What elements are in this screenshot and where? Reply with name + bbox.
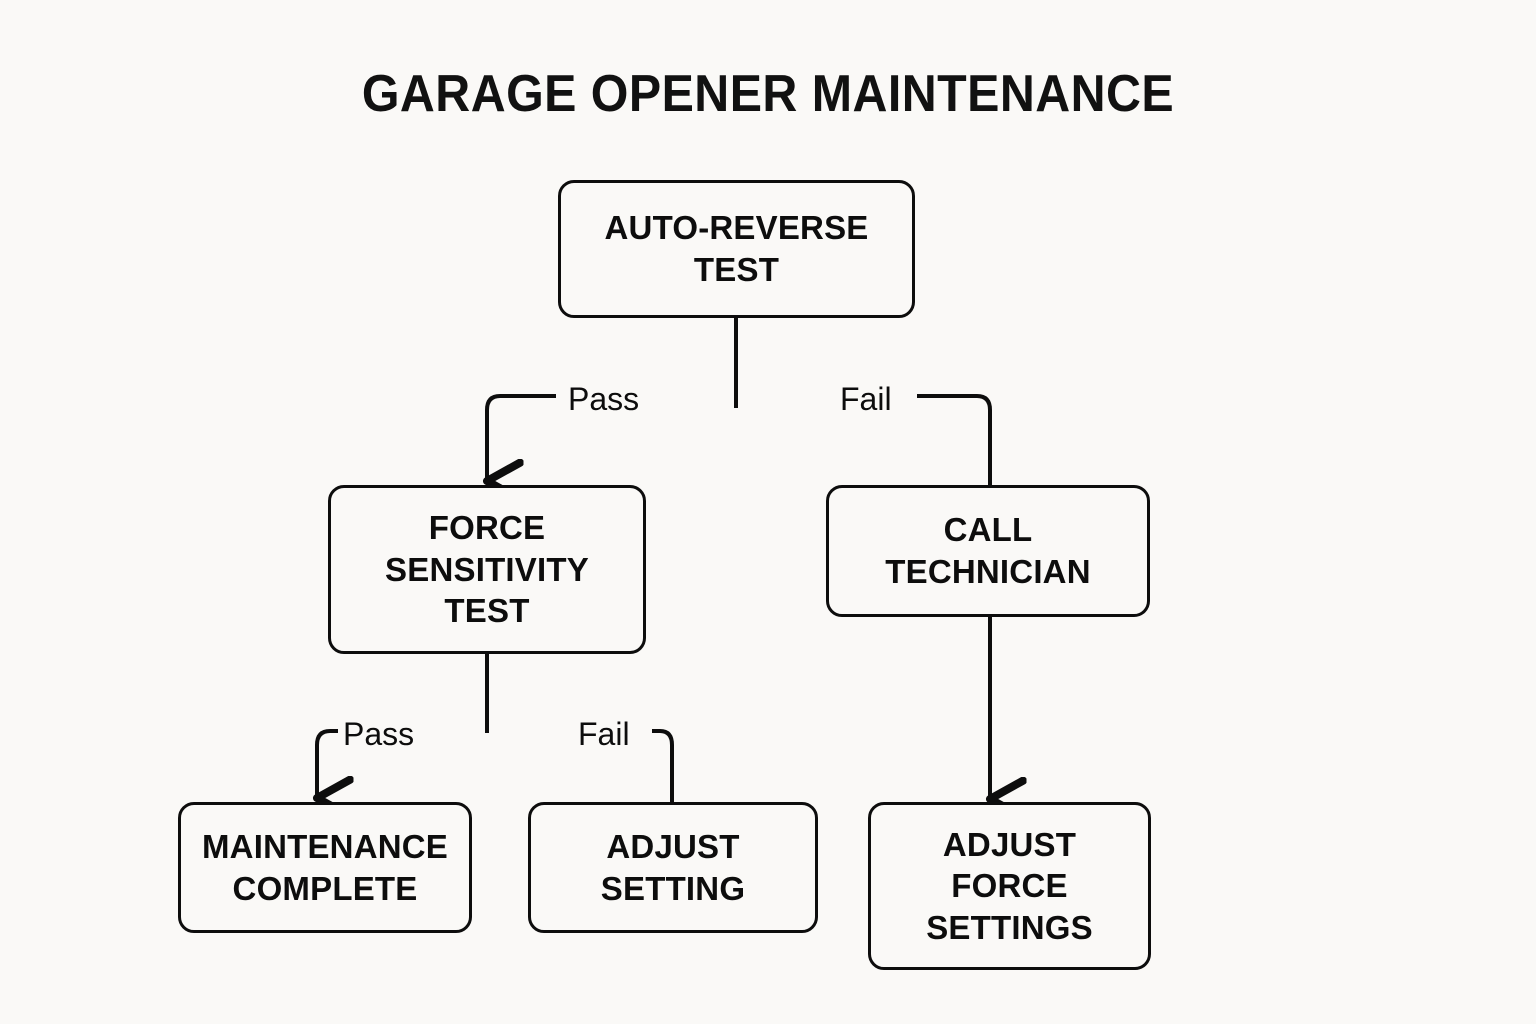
- edge-label-pass-force-sensitivity: Pass: [343, 716, 415, 752]
- node-call-technician-label: CALL TECHNICIAN: [885, 511, 1091, 590]
- edge-auto-reverse-to-force-sensitivity: [485, 394, 556, 462]
- node-call-technician[interactable]: CALL TECHNICIAN: [826, 485, 1150, 617]
- edge-auto-reverse-to-call-technician: [917, 394, 992, 487]
- node-force-sensitivity-test[interactable]: FORCE SENSITIVITY TEST: [328, 485, 646, 654]
- node-adjust-setting-label: ADJUST SETTING: [600, 827, 746, 907]
- node-auto-reverse-test-label: AUTO-REVERSE TEST: [604, 209, 869, 288]
- node-maintenance-complete-label: MAINTENANCE COMPLETE: [201, 827, 449, 907]
- node-adjust-force-settings-label: ADJUST FORCE SETTINGS: [926, 825, 1093, 946]
- node-adjust-setting[interactable]: ADJUST SETTING: [528, 802, 818, 933]
- edge-label-pass-auto-reverse: Pass: [568, 381, 640, 417]
- edge-label-fail-auto-reverse: Fail: [840, 381, 892, 417]
- node-auto-reverse-test[interactable]: AUTO-REVERSE TEST: [558, 180, 915, 318]
- edge-force-sensitivity-to-adjust-setting: [652, 729, 674, 804]
- edge-label-fail-force-sensitivity: Fail: [578, 716, 630, 752]
- node-adjust-force-settings[interactable]: ADJUST FORCE SETTINGS: [868, 802, 1151, 970]
- edge-force-sensitivity-to-maintenance-complete: [315, 729, 338, 764]
- node-maintenance-complete[interactable]: MAINTENANCE COMPLETE: [178, 802, 472, 933]
- page-title: GARAGE OPENER MAINTENANCE: [361, 65, 1175, 123]
- node-force-sensitivity-test-label: FORCE SENSITIVITY TEST: [385, 509, 589, 630]
